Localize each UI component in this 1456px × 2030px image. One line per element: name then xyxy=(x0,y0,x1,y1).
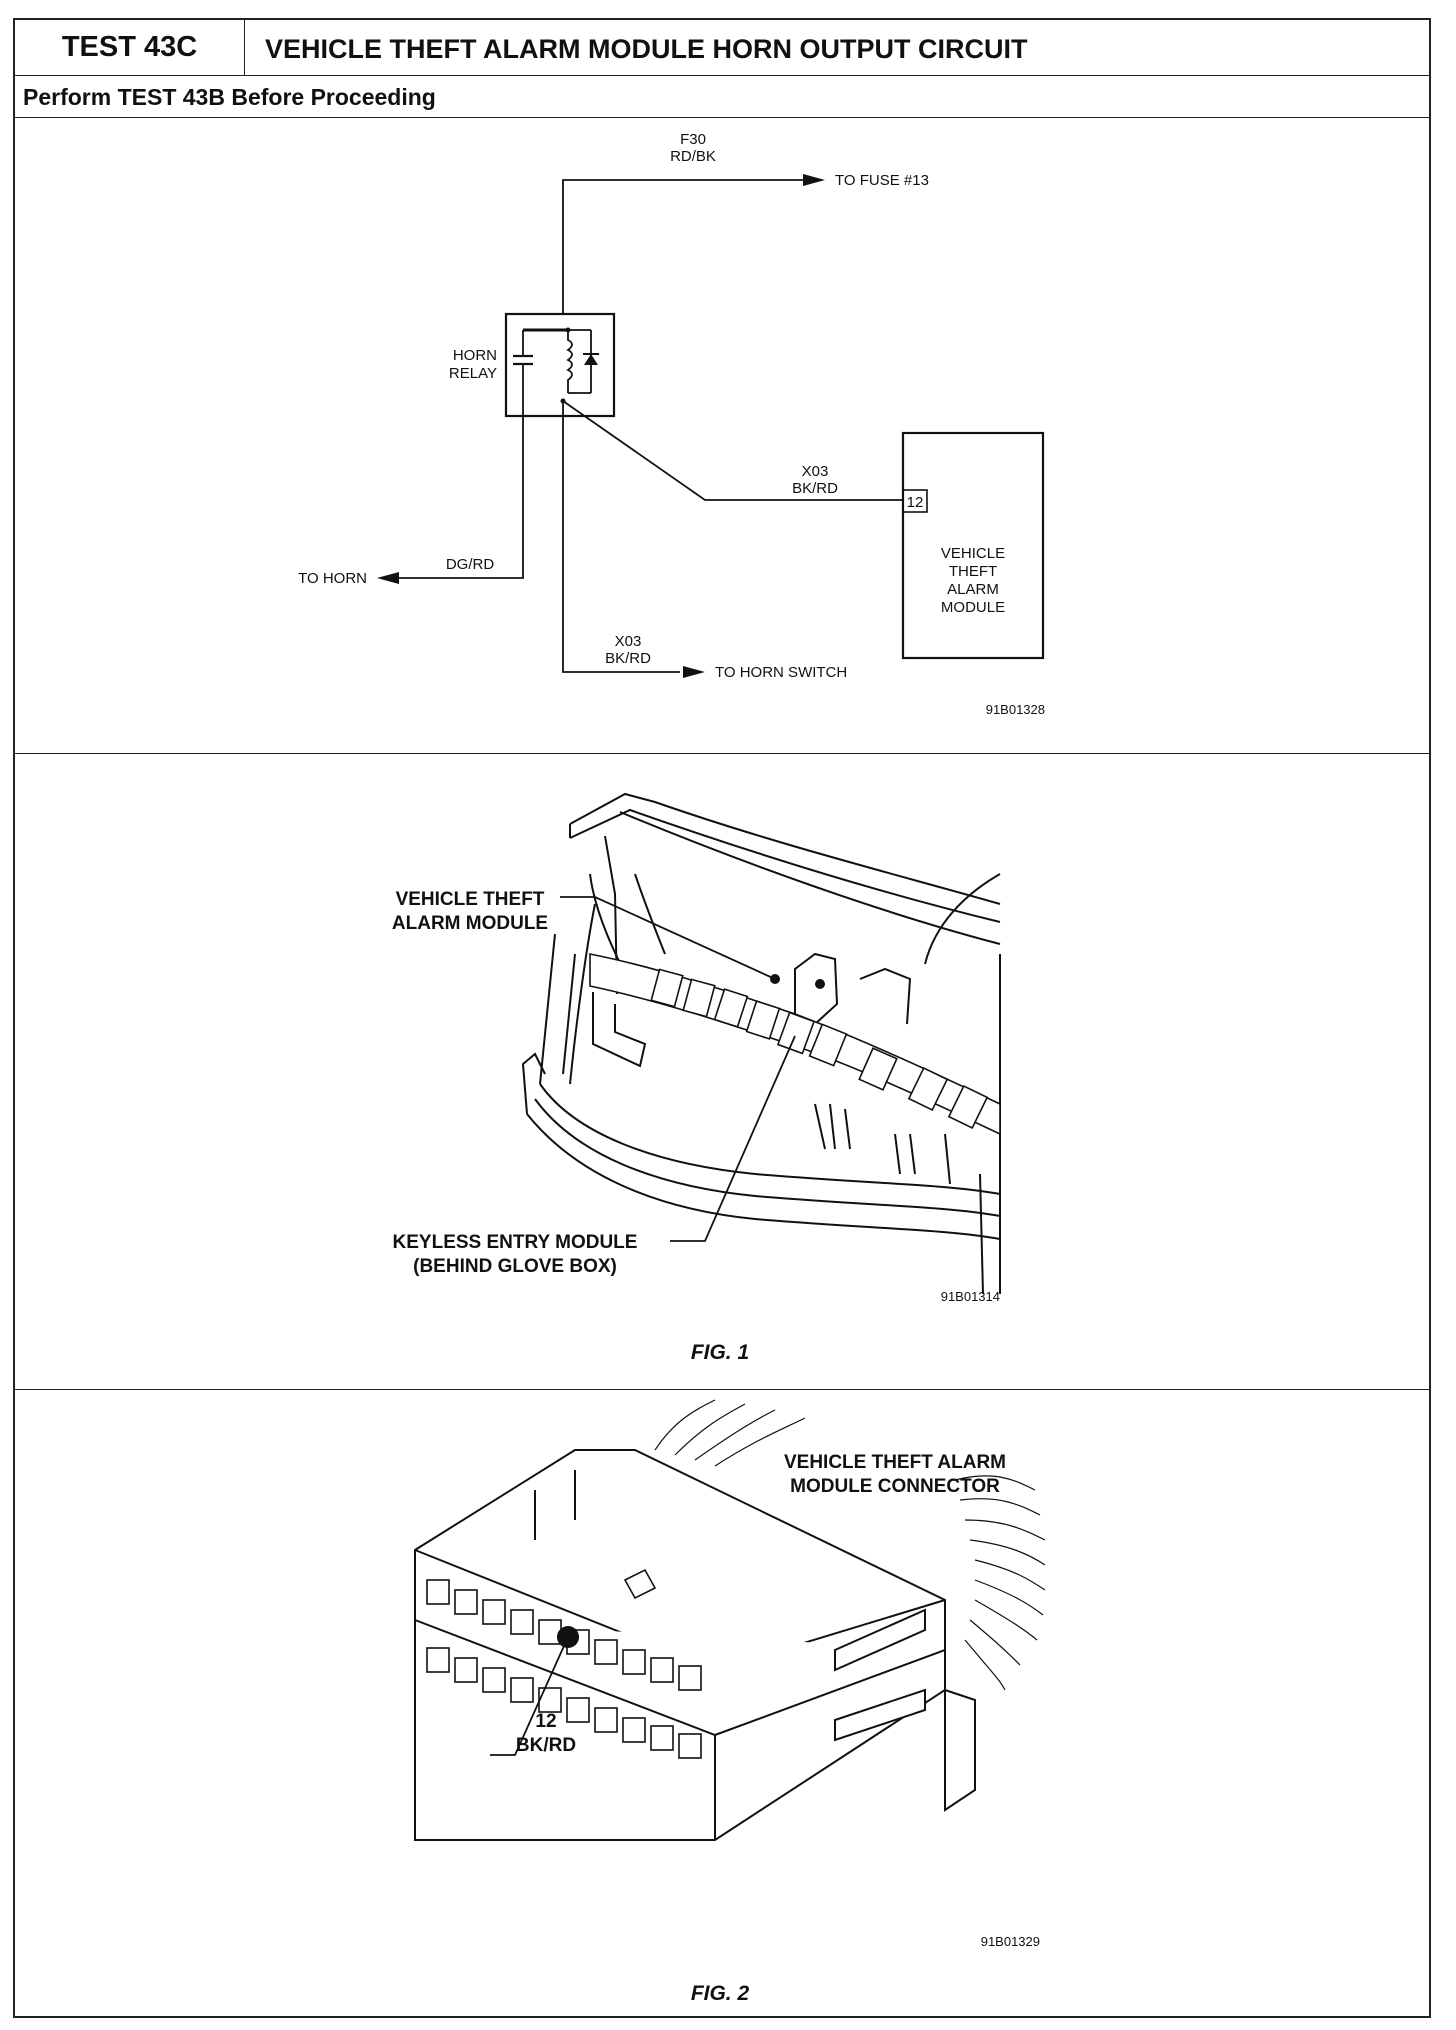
to-fuse-label: TO FUSE #13 xyxy=(835,172,929,189)
callout-vtam-line2: ALARM MODULE xyxy=(392,913,548,934)
fig2-illustration: VEHICLE THEFT ALARM MODULE CONNECTOR 12 … xyxy=(414,1399,1046,2005)
module-circuit-color: BK/RD xyxy=(792,480,838,497)
relay-coil xyxy=(566,330,573,393)
callout-connector-line1: VEHICLE THEFT ALARM xyxy=(784,1452,1006,1473)
test-title: VEHICLE THEFT ALARM MODULE HORN OUTPUT C… xyxy=(265,34,1028,64)
horn-circuit-schematic: F30 RD/BK TO FUSE #13 HORN RELAY X03 BK/… xyxy=(298,131,1045,717)
fig2-panel: VEHICLE THEFT ALARM MODULE CONNECTOR 12 … xyxy=(15,1390,1429,2018)
wire-x03-switch xyxy=(562,401,680,673)
wire-x03-module xyxy=(562,400,903,501)
switch-circuit-color: BK/RD xyxy=(605,650,651,667)
header-row: TEST 43C VEHICLE THEFT ALARM MODULE HORN… xyxy=(15,20,1429,76)
fig1-panel: VEHICLE THEFT ALARM MODULE KEYLESS ENTRY… xyxy=(15,754,1429,1390)
wire-f30 xyxy=(562,179,805,315)
test-sheet: TEST 43C VEHICLE THEFT ALARM MODULE HORN… xyxy=(13,18,1431,2018)
leader-keyless xyxy=(670,1035,796,1242)
wire-dg-rd xyxy=(395,416,524,579)
callout-keyless-line2: (BEHIND GLOVE BOX) xyxy=(413,1256,617,1277)
diode-icon xyxy=(584,354,598,365)
arrow-right-icon xyxy=(683,666,705,678)
fig1-caption: FIG. 1 xyxy=(691,1341,749,1364)
pin-number: 12 xyxy=(535,1711,556,1732)
schematic-panel: F30 RD/BK TO FUSE #13 HORN RELAY X03 BK/… xyxy=(15,118,1429,754)
circuit-f30: F30 xyxy=(680,131,706,148)
module-pin-box xyxy=(902,489,928,513)
pin-color: BK/RD xyxy=(516,1735,576,1756)
module-circuit-id: X03 xyxy=(802,463,829,480)
wire-harness xyxy=(589,953,1001,1136)
module-label-line2: THEFT xyxy=(949,563,997,580)
drawing-code: 91B01328 xyxy=(986,702,1045,717)
fig2-caption: FIG. 2 xyxy=(691,1982,750,2005)
relay-label-line1: HORN xyxy=(453,347,497,364)
module-label-line4: MODULE xyxy=(941,599,1005,616)
callout-connector-line2: MODULE CONNECTOR xyxy=(790,1476,1000,1497)
arrow-left-icon xyxy=(377,572,399,584)
switch-circuit-id: X03 xyxy=(615,633,642,650)
module-label-line3: ALARM xyxy=(947,581,999,598)
horn-relay-box xyxy=(504,312,616,418)
dash-top-edge xyxy=(569,792,1001,905)
vtam-housing xyxy=(794,952,839,1026)
fig1-illustration: VEHICLE THEFT ALARM MODULE KEYLESS ENTRY… xyxy=(392,792,1001,1364)
to-horn-label: TO HORN xyxy=(298,570,367,587)
prerequisite-note: Perform TEST 43B Before Proceeding xyxy=(15,76,1429,118)
vtam-box xyxy=(901,431,1045,660)
relay-label-line2: RELAY xyxy=(449,365,497,382)
connector-body xyxy=(414,1449,976,1841)
leader-vtam xyxy=(560,896,776,980)
horn-wire-color: DG/RD xyxy=(446,556,495,573)
connector-wires xyxy=(654,1399,1046,1691)
circuit-f30-color: RD/BK xyxy=(670,148,716,165)
test-id: TEST 43C xyxy=(15,20,245,76)
module-pin-number: 12 xyxy=(907,494,924,511)
callout-vtam-line1: VEHICLE THEFT xyxy=(396,889,545,910)
arrow-right-icon xyxy=(803,174,825,186)
to-horn-switch-label: TO HORN SWITCH xyxy=(715,664,847,681)
module-label-line1: VEHICLE xyxy=(941,545,1005,562)
leader-pin-12 xyxy=(490,1636,569,1756)
dash-lower-edge xyxy=(539,1083,1001,1195)
fig1-drawing-code: 91B01314 xyxy=(941,1289,1000,1304)
fig2-drawing-code: 91B01329 xyxy=(981,1934,1040,1949)
callout-keyless-line1: KEYLESS ENTRY MODULE xyxy=(393,1232,638,1253)
